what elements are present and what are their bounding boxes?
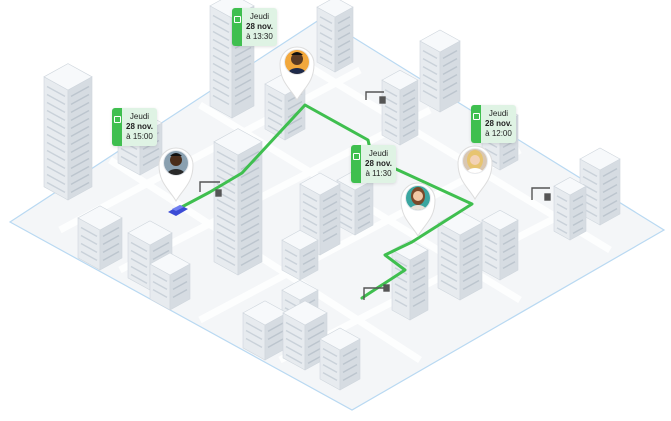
building bbox=[281, 229, 319, 281]
callout-date: 28 nov. bbox=[365, 159, 392, 168]
callout-wp-1130[interactable]: Jeudi 28 nov. à 11:30 bbox=[351, 145, 396, 183]
callout-day: Jeudi bbox=[368, 149, 389, 158]
callout-day: Jeudi bbox=[129, 112, 150, 121]
calendar-icon bbox=[232, 8, 242, 46]
building bbox=[391, 239, 429, 321]
avatar-woman-icon bbox=[406, 186, 430, 210]
callout-day: Jeudi bbox=[249, 12, 270, 21]
building bbox=[437, 210, 483, 301]
calendar-icon bbox=[471, 105, 481, 143]
map-pin-1130[interactable] bbox=[400, 182, 436, 237]
avatar-man-icon bbox=[285, 50, 309, 74]
avatar-woman-icon bbox=[463, 149, 487, 173]
callout-time: à 13:30 bbox=[246, 32, 273, 41]
callout-time: à 11:30 bbox=[365, 169, 392, 178]
building bbox=[149, 252, 191, 311]
building bbox=[553, 177, 587, 241]
calendar-icon bbox=[112, 108, 122, 146]
map-pin-1500[interactable] bbox=[158, 147, 194, 202]
traffic-light-icon bbox=[199, 91, 551, 300]
building bbox=[43, 63, 93, 201]
callout-date: 28 nov. bbox=[126, 122, 153, 131]
car-icon bbox=[168, 205, 188, 216]
callout-wp-1330[interactable]: Jeudi 28 nov. à 13:30 bbox=[232, 8, 277, 46]
callout-date: 28 nov. bbox=[246, 22, 273, 31]
map-pin-1330[interactable] bbox=[279, 46, 315, 101]
building bbox=[419, 29, 461, 113]
callout-wp-1500[interactable]: Jeudi 28 nov. à 15:00 bbox=[112, 108, 157, 146]
avatar-man-icon bbox=[164, 151, 188, 175]
calendar-icon bbox=[351, 145, 361, 183]
callout-date: 28 nov. bbox=[485, 119, 512, 128]
building bbox=[242, 300, 288, 361]
building bbox=[319, 327, 361, 391]
building bbox=[77, 205, 123, 271]
callout-time: à 12:00 bbox=[485, 129, 512, 138]
callout-day: Jeudi bbox=[488, 109, 509, 118]
building bbox=[316, 0, 354, 73]
building bbox=[481, 209, 519, 281]
building bbox=[579, 147, 621, 226]
map-pin-1200[interactable] bbox=[457, 145, 493, 200]
building bbox=[381, 69, 419, 146]
callout-wp-1200[interactable]: Jeudi 28 nov. à 12:00 bbox=[471, 105, 516, 143]
callout-time: à 15:00 bbox=[126, 132, 153, 141]
building bbox=[213, 128, 263, 276]
